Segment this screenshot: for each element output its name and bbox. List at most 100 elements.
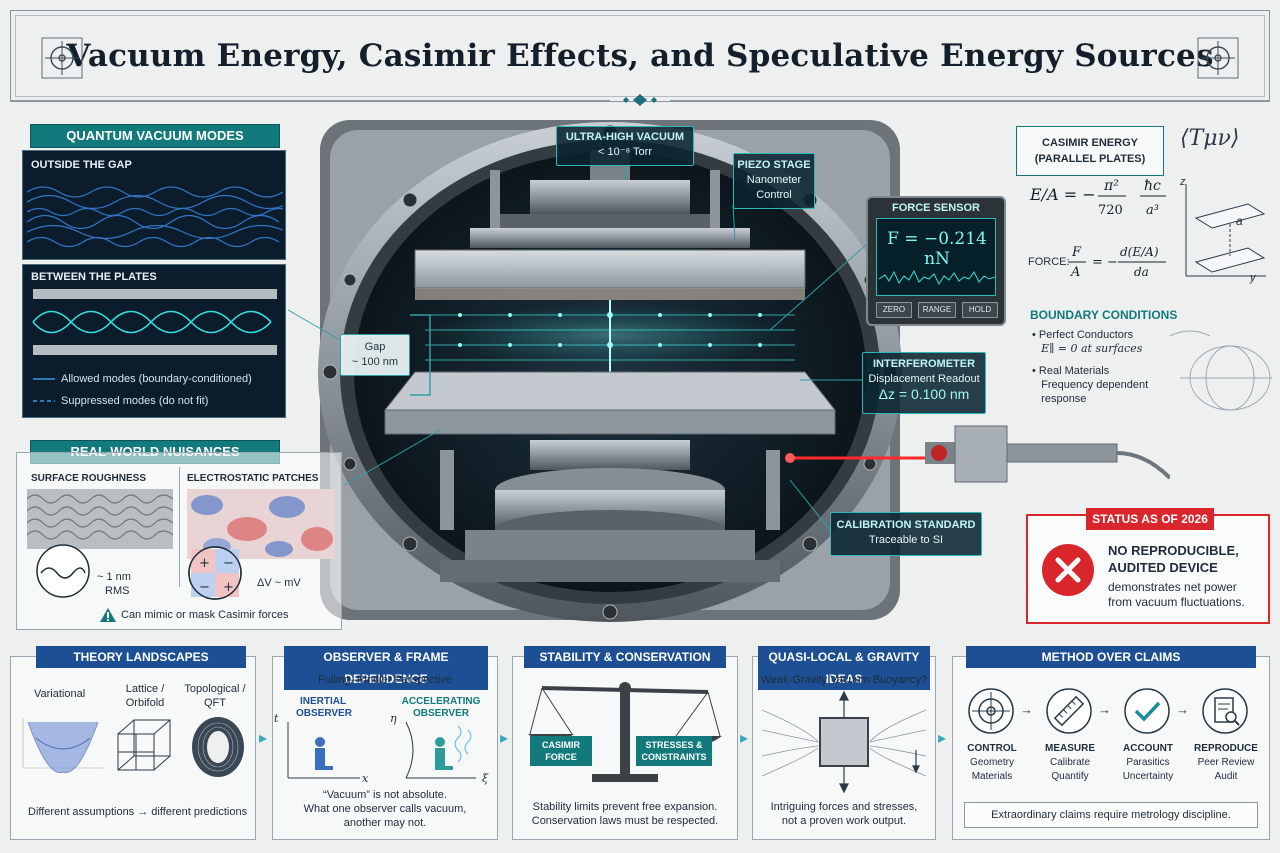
- balance-scale-icon: [528, 682, 722, 782]
- casimir-apparatus-illustration: [318, 120, 930, 622]
- topological-label: Topological /QFT: [184, 683, 246, 709]
- svg-text:ħc: ħc: [1144, 178, 1161, 194]
- hold-button[interactable]: HOLD: [962, 302, 998, 318]
- bc-perfect-detail: E∥ = 0 at surfaces: [1041, 342, 1143, 355]
- vacuum-waves-outside: [27, 186, 283, 248]
- ruler-icon: [1046, 688, 1092, 734]
- gap-bracket-icon: [410, 314, 431, 396]
- svg-text:A: A: [1070, 265, 1080, 280]
- patches-value: ΔV ~ mV: [257, 577, 301, 589]
- piezo-title: PIEZO STAGE: [737, 159, 811, 171]
- bc-real-detail: Frequency dependent: [1041, 379, 1149, 391]
- outside-gap-label: OUTSIDE THE GAP: [31, 159, 132, 171]
- status-line1: NO REPRODUCIBLE,: [1108, 543, 1239, 558]
- check-icon: [1124, 688, 1170, 734]
- status-line3: demonstrates net power: [1108, 580, 1237, 594]
- casimir-energy-formula: E/A = − π² 720 ħc a³: [1029, 178, 1166, 218]
- svg-text:+: +: [199, 556, 210, 571]
- surface-roughness-illustration: [27, 489, 173, 598]
- page-title: Vacuum Energy, Casimir Effects, and Spec…: [66, 38, 1214, 74]
- lattice-cube-icon: [117, 719, 171, 771]
- interferometer-title: INTERFEROMETER: [872, 358, 976, 370]
- piezo-callout: PIEZO STAGE Nanometer Control: [733, 153, 815, 209]
- gap-title: Gap: [364, 341, 386, 353]
- field-sketch-illustration: [1169, 330, 1272, 411]
- roughness-unit: RMS: [105, 585, 130, 597]
- gap-value: ~ 100 nm: [351, 356, 399, 368]
- vacuum-title: ULTRA-HIGH VACUUM: [565, 131, 685, 143]
- interferometer-line: Displacement Readout: [868, 373, 980, 385]
- bc-real-detail-2: response: [1041, 393, 1087, 405]
- observer-footer: “Vacuum” is not absolute.What one observ…: [303, 789, 467, 829]
- gravity-heading: QUASI-LOCAL & GRAVITY IDEAS: [758, 646, 930, 690]
- stresses-badge: STRESSES &CONSTRAINTS: [636, 736, 712, 766]
- lattice-label: Lattice /Orbifold: [125, 683, 165, 709]
- svg-text:= −: = −: [1092, 255, 1118, 270]
- interferometer-callout: INTERFEROMETER Displacement Readout Δz =…: [862, 352, 986, 414]
- vacuum-value: < 10⁻⁸ Torr: [598, 146, 652, 158]
- force-sensor-device: FORCE SENSOR F = −0.214 nN ZERO RANGE HO…: [866, 196, 1006, 326]
- chevron-right-icon: ▸: [938, 730, 947, 747]
- axis-y-label: y: [1250, 272, 1256, 284]
- arrow-right-icon: →: [1098, 702, 1111, 717]
- zero-button[interactable]: ZERO: [876, 302, 912, 318]
- boundary-conditions-list: • Perfect Conductors E∥ = 0 at surfaces …: [1032, 329, 1149, 405]
- svg-text:−: −: [223, 556, 234, 571]
- divider-line: [670, 100, 1270, 101]
- force-sensor-title: FORCE SENSOR: [891, 202, 980, 214]
- chevron-right-icon: ▸: [259, 730, 268, 747]
- svg-text:+: +: [223, 580, 234, 595]
- outside-gap-panel: OUTSIDE THE GAP: [22, 150, 286, 260]
- time-axis-label: t: [274, 712, 279, 725]
- force-sensor-value: F = −0.214 nN: [887, 229, 987, 269]
- observer-heading: OBSERVER & FRAME DEPENDENCE: [284, 646, 488, 690]
- force-signal-trace: [879, 269, 995, 286]
- casimir-subheading: (PARALLEL PLATES): [1034, 153, 1146, 165]
- force-formula: F A = − d(E/A) da: [1068, 245, 1166, 280]
- chevron-right-icon: ▸: [500, 730, 509, 747]
- observer-frames-diagram: [287, 721, 476, 779]
- svg-text:720: 720: [1098, 203, 1123, 218]
- roughness-value: ~ 1 nm: [97, 571, 131, 583]
- warning-icon: [100, 608, 116, 622]
- bc-perfect-conductors: Perfect Conductors: [1038, 329, 1134, 341]
- boundary-conditions-heading: BOUNDARY CONDITIONS: [1030, 308, 1178, 322]
- quantum-modes-heading: QUANTUM VACUUM MODES: [30, 124, 280, 148]
- chevron-right-icon: ▸: [740, 730, 749, 747]
- interferometer-value: Δz = 0.100 nm: [878, 386, 970, 402]
- gap-a-label: a: [1236, 214, 1243, 228]
- force-label: FORCE:: [1028, 256, 1070, 268]
- nuisances-divider: [179, 467, 180, 587]
- suppressed-modes-legend: Suppressed modes (do not fit): [61, 395, 209, 407]
- calibration-callout: CALIBRATION STANDARD Traceable to SI: [830, 512, 982, 556]
- arrow-right-icon: →: [1020, 702, 1033, 717]
- theory-heading: THEORY LANDSCAPES: [36, 646, 246, 668]
- svg-text:d(E/A): d(E/A): [1120, 245, 1159, 259]
- diamond-ornament-icon: [623, 94, 657, 106]
- variational-label: Variational: [34, 688, 86, 700]
- status-detail: demonstrates net power from vacuum fluct…: [1108, 580, 1245, 610]
- suppressed-mode-legend-icon: [33, 400, 55, 402]
- range-button[interactable]: RANGE: [918, 302, 956, 318]
- piezo-line1: Nanometer: [746, 174, 802, 186]
- theory-footer: Different assumptions → different predic…: [28, 806, 248, 818]
- svg-text:E/A = −: E/A = −: [1029, 185, 1096, 204]
- xi-axis-label: ξ: [482, 772, 489, 785]
- target-icon: [968, 688, 1014, 734]
- between-plates-panel: BETWEEN THE PLATES Allowed modes (bounda…: [22, 264, 286, 418]
- x-axis-label: x: [362, 772, 369, 785]
- svg-text:F: F: [1071, 245, 1082, 260]
- casimir-heading: CASIMIR ENERGY: [1042, 137, 1138, 149]
- allowed-mode-legend-icon: [33, 378, 55, 380]
- casimir-energy-box: CASIMIR ENERGY (PARALLEL PLATES): [1016, 126, 1164, 176]
- document-search-icon: [1202, 688, 1248, 734]
- stability-footer: Stability limits prevent free expansion.…: [531, 801, 719, 827]
- allowed-modes-legend: Allowed modes (boundary-conditioned): [61, 373, 252, 385]
- bc-real-materials: Real Materials: [1038, 365, 1110, 377]
- status-heading: STATUS AS OF 2026: [1086, 508, 1214, 530]
